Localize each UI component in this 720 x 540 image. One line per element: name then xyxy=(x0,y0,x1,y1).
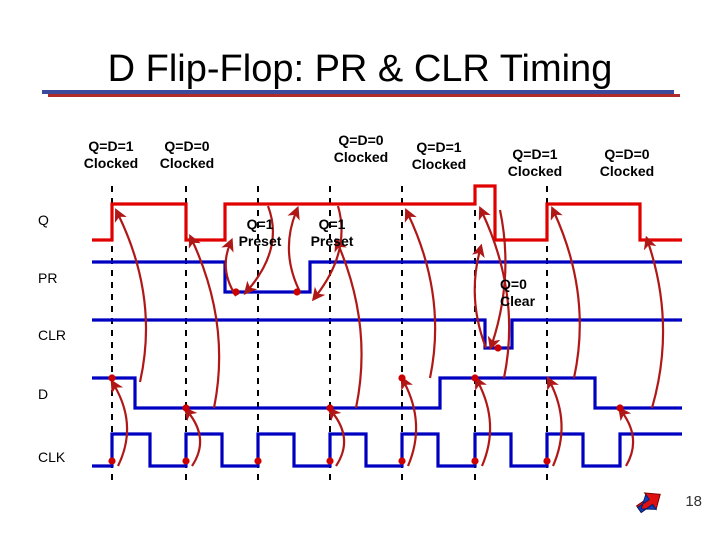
signal-label-d: D xyxy=(38,386,49,402)
sample-dot-d-10 xyxy=(326,404,334,412)
arrow-clk2-to-d xyxy=(183,406,202,467)
waveform-q xyxy=(92,184,682,242)
annotation-line2: Clear xyxy=(500,293,536,309)
caption-clocked-3: Q=D=0 Clocked xyxy=(326,132,396,166)
sample-dot-d-13 xyxy=(616,404,624,412)
sample-dot-clk-2 xyxy=(182,457,190,465)
annotation-clear: Q=0 Clear xyxy=(500,276,550,310)
arrow-clk6-to-d xyxy=(546,376,563,467)
caption-clocked-6: Q=D=0 Clocked xyxy=(592,146,662,180)
arrow-clr-to-q xyxy=(471,243,488,349)
sample-dot-pr-14 xyxy=(232,288,240,296)
caption-line2: Clocked xyxy=(411,156,467,172)
caption-line1: Q=D=1 xyxy=(416,139,462,155)
sample-point-dots xyxy=(108,288,624,465)
sample-dot-d-12 xyxy=(471,374,479,382)
waveform-clk xyxy=(92,432,682,468)
caption-line1: Q=D=0 xyxy=(164,138,210,154)
signal-label-pr: PR xyxy=(38,270,58,286)
signal-label-clr: CLR xyxy=(38,327,67,343)
signal-waveforms xyxy=(92,184,682,468)
caption-clocked-5: Q=D=1 Clocked xyxy=(500,146,570,180)
annotation-line2: Preset xyxy=(238,233,282,249)
arrow-clk5-to-d xyxy=(474,376,492,467)
arrow-d-to-q7 xyxy=(643,235,665,409)
caption-line1: Q=D=1 xyxy=(512,146,558,162)
causality-arrows xyxy=(110,205,665,467)
arrow-pr-to-q-preset1 xyxy=(221,237,237,297)
caption-line2: Clocked xyxy=(159,155,215,171)
arrow-clk4-to-d xyxy=(400,376,418,467)
caption-line1: Q=D=0 xyxy=(338,132,384,148)
sample-dot-clk-3 xyxy=(254,457,262,465)
caption-line2: Clocked xyxy=(83,155,139,171)
arrow-d-to-q2 xyxy=(188,234,221,409)
sample-dot-clk-4 xyxy=(326,457,334,465)
arrow-q-to-pr-1 xyxy=(243,205,275,296)
arrow-clk1-to-d xyxy=(110,379,129,467)
page-title: D Flip-Flop: PR & CLR Timing xyxy=(107,48,613,90)
annotation-line1: Q=1 xyxy=(246,216,274,232)
blue-red-arrows-logo xyxy=(635,492,661,514)
arrow-pr-to-q-preset2 xyxy=(287,205,301,293)
sample-dot-clk-6 xyxy=(471,457,479,465)
arrow-d-to-q6 xyxy=(550,205,581,379)
page-number: 18 xyxy=(685,493,702,510)
arrow-d-to-q4 xyxy=(404,208,437,379)
sample-dot-clk-5 xyxy=(398,457,406,465)
sample-dot-clk-1 xyxy=(108,457,116,465)
caption-clocked-1: Q=D=1 Clocked xyxy=(76,138,146,172)
caption-clocked-4: Q=D=1 Clocked xyxy=(404,139,474,173)
annotation-line2: Preset xyxy=(310,233,354,249)
annotation-line1: Q=1 xyxy=(318,216,346,232)
title-rule-blue xyxy=(42,90,674,94)
waveform-clr xyxy=(92,318,682,350)
arrow-d-to-q1 xyxy=(114,208,148,383)
caption-clocked-2: Q=D=0 Clocked xyxy=(152,138,222,172)
arrow-d-to-q3 xyxy=(334,237,363,409)
waveform-pr xyxy=(92,260,682,294)
caption-line2: Clocked xyxy=(507,163,563,179)
sample-dot-d-8 xyxy=(108,374,116,382)
caption-line1: Q=D=1 xyxy=(88,138,134,154)
caption-line2: Clocked xyxy=(599,163,655,179)
sample-dot-clk-7 xyxy=(543,457,551,465)
sample-dot-clr-16 xyxy=(494,344,502,352)
caption-line1: Q=D=0 xyxy=(604,146,650,162)
sample-dot-d-9 xyxy=(182,404,190,412)
signal-label-clk: CLK xyxy=(38,449,66,465)
caption-line2: Clocked xyxy=(333,149,389,165)
arrow-clk7-to-d xyxy=(618,406,635,467)
arrow-d-to-q5 xyxy=(478,206,511,379)
sample-dot-pr-15 xyxy=(293,288,301,296)
sample-dot-d-11 xyxy=(398,374,406,382)
annotation-preset-2: Q=1 Preset xyxy=(304,216,360,250)
waveform-d xyxy=(92,376,682,410)
signal-label-q: Q xyxy=(38,212,49,228)
annotation-line1: Q=0 xyxy=(500,276,527,292)
annotation-preset-1: Q=1 Preset xyxy=(232,216,288,250)
title-rule-red xyxy=(48,94,680,97)
arrow-clk3-to-d xyxy=(327,406,346,467)
